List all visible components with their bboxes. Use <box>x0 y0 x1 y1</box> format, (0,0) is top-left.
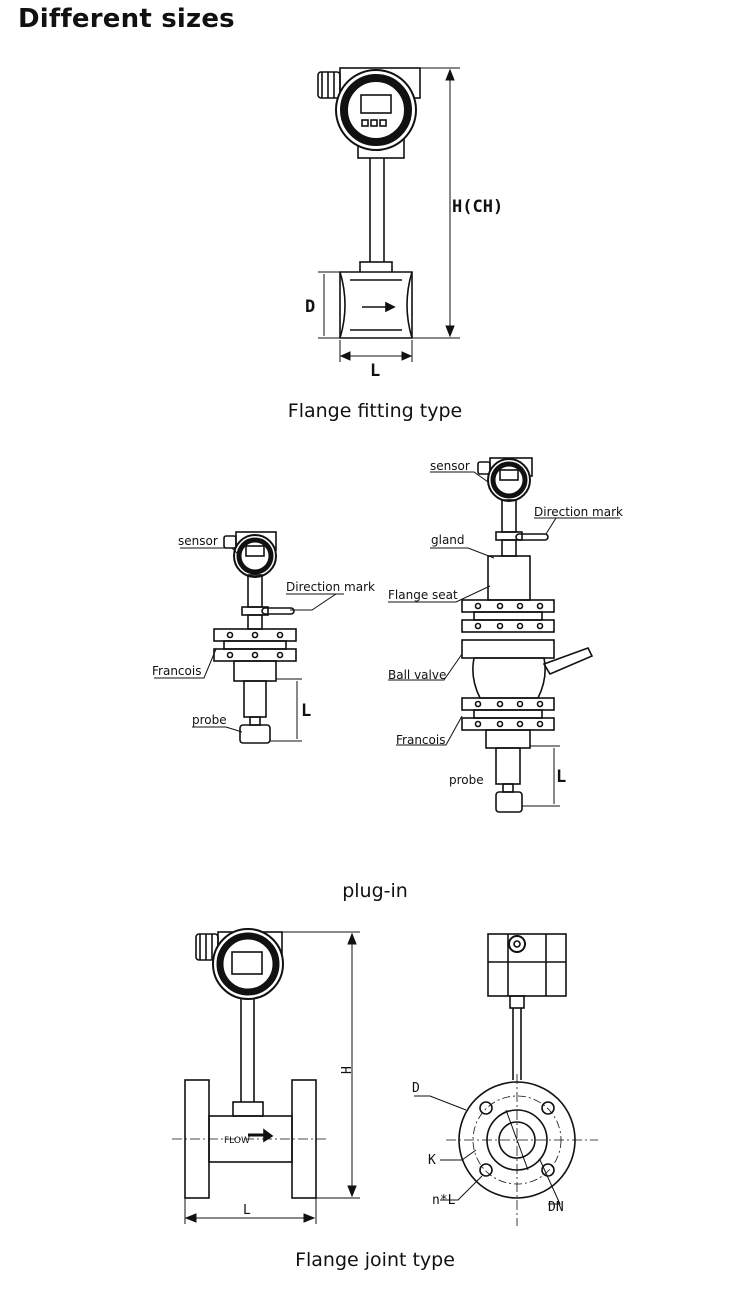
fig5-dn-label: DN <box>548 1200 564 1215</box>
fig2-sensor-label: sensor <box>178 534 218 548</box>
fig4-height-label: H <box>340 1066 355 1074</box>
fig1-diameter-label: D <box>305 297 315 317</box>
fig1-length-label: L <box>370 361 380 381</box>
fig2-probe-label: probe <box>192 713 227 727</box>
caption-flange-joint: Flange joint type <box>295 1249 455 1271</box>
fig4-length-label: L <box>243 1203 251 1218</box>
fig2-length-label: L <box>301 701 311 721</box>
fig3-francois-label: Francois <box>396 733 445 747</box>
flange-joint-front-drawing <box>414 933 598 1226</box>
fig5-nl-label: n*L <box>432 1193 456 1208</box>
fig3-flange-seat-label: Flange seat <box>388 588 458 602</box>
fig3-ball-valve-label: Ball valve <box>388 668 446 682</box>
fig3-length-label: L <box>556 767 566 787</box>
fig3-gland-label: gland <box>431 533 465 547</box>
fig2-francois-label: Francois <box>152 664 201 678</box>
fig5-d-label: D <box>412 1081 420 1096</box>
fig5-k-label: K <box>428 1153 436 1168</box>
fig3-direction-label: Direction mark <box>534 505 623 519</box>
fig3-sensor-label: sensor <box>430 459 470 473</box>
fig2-direction-label: Direction mark <box>286 580 375 594</box>
plugin-small-drawing <box>154 531 344 744</box>
flange-joint-side-drawing <box>172 928 360 1224</box>
plugin-ballvalve-drawing <box>388 457 620 813</box>
flange-fitting-drawing <box>317 67 460 362</box>
caption-plug-in: plug-in <box>342 880 408 902</box>
fig3-probe-label: probe <box>449 773 484 787</box>
caption-flange-fitting: Flange fitting type <box>287 400 463 422</box>
page-title: Different sizes <box>18 4 235 34</box>
fig1-height-label: H(CH) <box>452 197 503 217</box>
fig4-flow-label: FLOW <box>224 1136 250 1146</box>
